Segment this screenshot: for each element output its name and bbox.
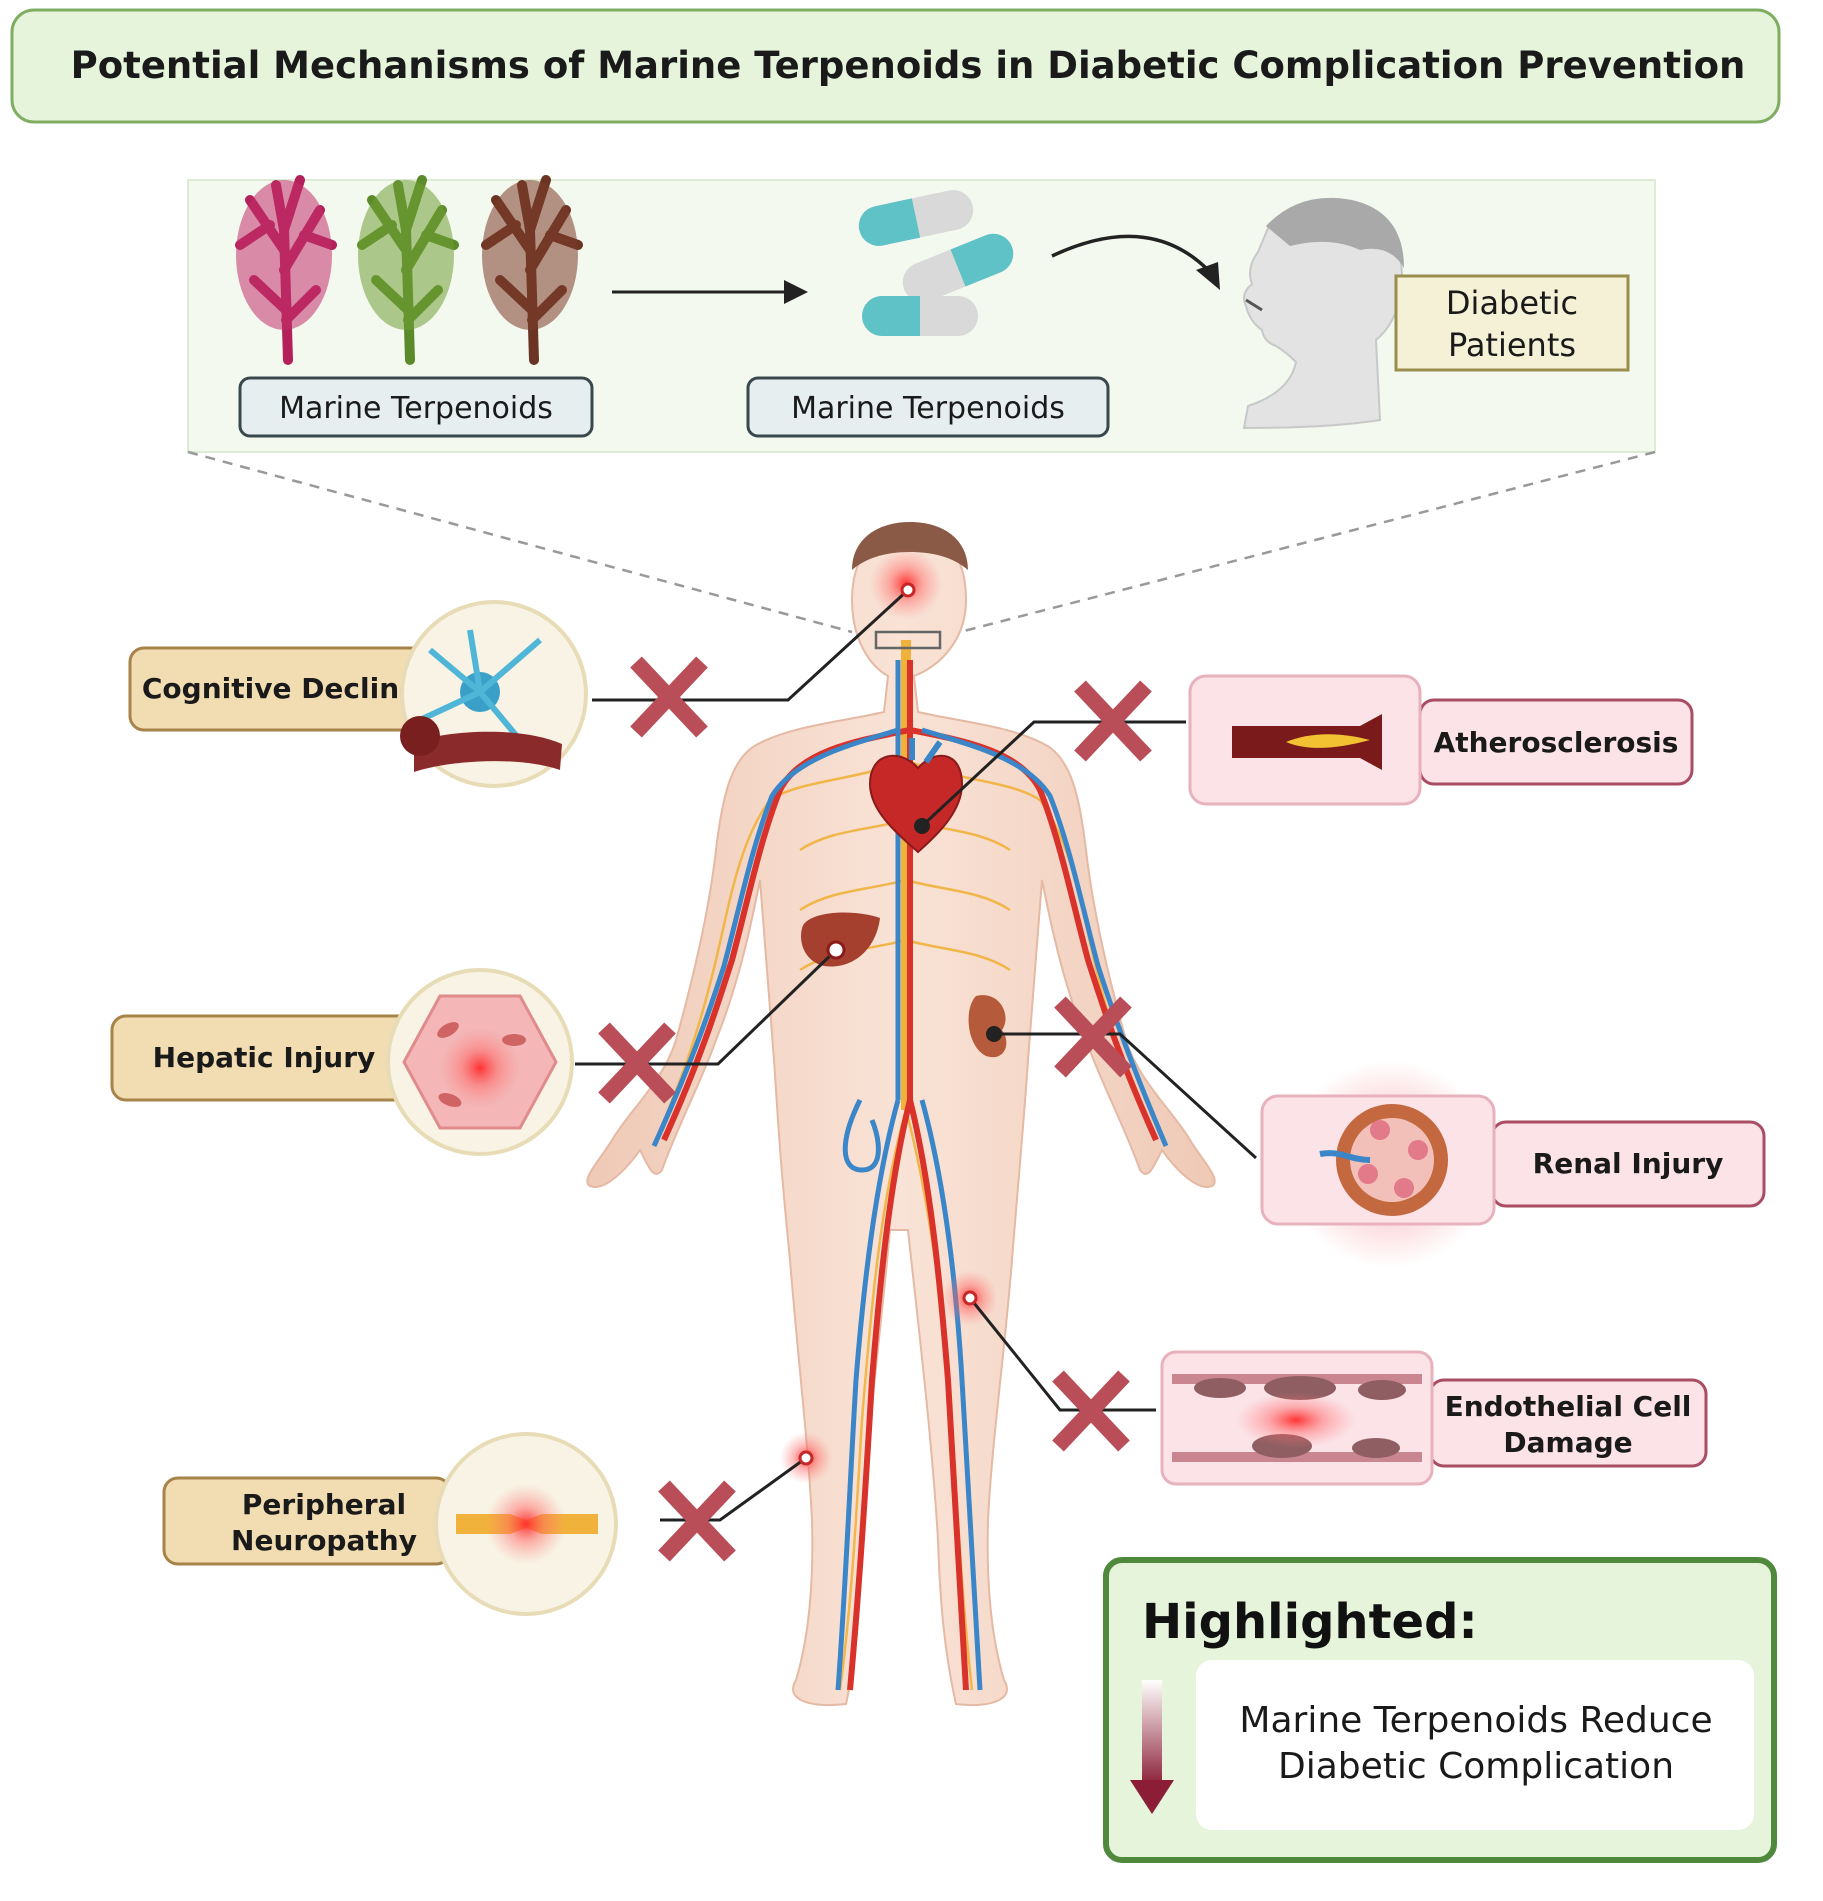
highlight-line1: Marine Terpenoids Reduce (1239, 1700, 1712, 1741)
endothelium-icon (1172, 1374, 1422, 1462)
hepatic-injury-callout: Hepatic Injury (110, 968, 574, 1156)
cross-icon-endothelial (1052, 1370, 1130, 1452)
cross-icon-hepatic (598, 1022, 676, 1104)
highlight-line2: Diabetic Complication (1278, 1746, 1674, 1787)
heart-icon (868, 738, 964, 854)
endothelial-label-line2: Damage (1503, 1426, 1632, 1459)
connector-lines (575, 588, 1258, 1522)
highlight-summary-box: Highlighted: Marine Terpenoids Reduce Di… (1103, 1557, 1777, 1863)
human-body-figure (586, 522, 1216, 1706)
diabetic-patients-box: Diabetic Patients (1394, 274, 1630, 372)
arrow-down-icon (1130, 1680, 1174, 1814)
page-title: Potential Mechanisms of Marine Terpenoid… (71, 44, 1746, 87)
curved-arrow-icon (1051, 234, 1220, 290)
green-seaweed-icon (357, 175, 459, 365)
cognitive-decline-callout: Cognitive Decline (128, 600, 588, 788)
atherosclerosis-label: Atherosclerosis (1434, 726, 1679, 759)
title-banner: Potential Mechanisms of Marine Terpenoid… (10, 8, 1781, 124)
renal-injury-callout: Renal Injury (1260, 1060, 1766, 1268)
renal-injury-label: Renal Injury (1533, 1147, 1724, 1180)
kidney-icon (968, 995, 1007, 1058)
highlight-heading: Highlighted: (1142, 1594, 1478, 1650)
cross-icon-atherosclerosis (1074, 680, 1152, 762)
arrow-right-icon (612, 280, 808, 304)
cognitive-decline-label: Cognitive Decline (142, 672, 418, 705)
kidney-cross-section-icon (1319, 1104, 1448, 1216)
neuropathy-label-line2: Neuropathy (231, 1524, 417, 1557)
neuropathy-label-line1: Peripheral (242, 1488, 406, 1521)
hepatocyte-icon (402, 994, 558, 1130)
brown-seaweed-icon (481, 175, 583, 365)
capsule-terpenoids-label: Marine Terpenoids (791, 391, 1065, 426)
patients-label-line1: Diabetic (1446, 284, 1578, 322)
capsule-terpenoids-pill: Marine Terpenoids (746, 376, 1110, 438)
endothelial-damage-callout: Endothelial Cell Damage (1160, 1350, 1708, 1486)
hepatic-injury-label: Hepatic Injury (153, 1041, 376, 1074)
seaweed-terpenoids-pill: Marine Terpenoids (238, 376, 594, 438)
patients-label-line2: Patients (1448, 326, 1576, 364)
atherosclerosis-callout: Atherosclerosis (1188, 674, 1694, 806)
nerve-fiber-icon (456, 1484, 598, 1564)
seaweed-terpenoids-label: Marine Terpenoids (279, 391, 553, 426)
endothelial-label-line1: Endothelial Cell (1445, 1390, 1692, 1423)
cross-icon-neuropathy (658, 1480, 736, 1562)
peripheral-neuropathy-callout: Peripheral Neuropathy (162, 1432, 618, 1616)
artery-plaque-icon (1232, 714, 1382, 770)
neuron-icon (400, 629, 562, 772)
cross-icon-cognitive (630, 656, 708, 738)
cross-icon-renal (1054, 996, 1132, 1078)
liver-icon (800, 912, 880, 967)
red-seaweed-icon (235, 175, 337, 365)
capsules-icon (858, 190, 1014, 336)
patient-head-icon (1242, 197, 1404, 430)
